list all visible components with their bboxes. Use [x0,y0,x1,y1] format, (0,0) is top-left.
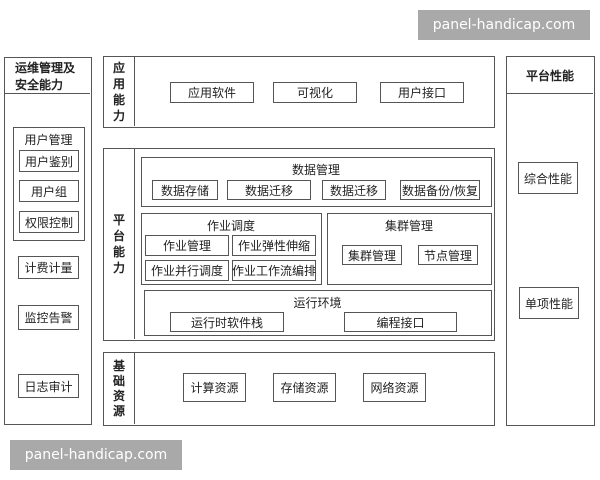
job-mgmt-box: 作业管理 [145,235,229,256]
data-storage-box: 数据存储 [152,180,218,200]
cluster-mgmt-title: 集群管理 [384,219,433,233]
monitoring-alert-box: 监控告警 [18,305,79,330]
data-backup-restore-box: 数据备份/恢复 [400,180,480,200]
overall-perf-box: 综合性能 [518,162,578,194]
job-sched-group: 作业调度 作业管理 作业弹性伸缩 作业并行调度 作业工作流编排 [141,213,322,285]
programming-interface-box: 编程接口 [344,312,457,332]
permission-control-box: 权限控制 [19,211,79,233]
app-software-box: 应用软件 [170,82,254,103]
platform-layer: 平 台 能 力 数据管理 数据存储 数据迁移 数据迁移 数据备份/恢复 作业调度… [103,148,495,341]
watermark-bottom: panel-handicap.com [10,440,182,470]
infra-label-char: 础 [112,373,125,388]
data-migration-box-2: 数据迁移 [322,180,386,200]
app-label-char: 力 [112,108,125,123]
cluster-mgmt-box: 集群管理 [342,245,402,265]
data-migration-box-1: 数据迁移 [227,180,311,200]
job-workflow-box: 作业工作流编排 [232,260,316,281]
platform-label-char: 台 [112,229,125,243]
runtime-stack-box: 运行时软件栈 [170,312,284,332]
infra-layer: 基 础 资 源 计算资源 存储资源 网络资源 [103,352,495,426]
ops-security-title-line2: 安全能力 [15,77,64,92]
storage-resource-box: 存储资源 [273,373,336,402]
platform-label-char: 能 [112,245,125,259]
watermark-top: panel-handicap.com [418,10,590,40]
ops-security-column: 运维管理及 安全能力 用户管理 用户鉴别 用户组 权限控制 计费计量 监控告警 … [4,57,92,425]
node-mgmt-box: 节点管理 [418,245,478,265]
ops-security-header: 运维管理及 安全能力 [5,58,90,94]
cluster-mgmt-group: 集群管理 集群管理 节点管理 [327,213,492,285]
infra-label-char: 资 [112,388,125,403]
ops-security-title-line1: 运维管理及 [15,60,76,75]
app-label-char: 用 [112,76,125,91]
user-mgmt-group: 用户管理 用户鉴别 用户组 权限控制 [13,127,85,241]
data-mgmt-title: 数据管理 [291,163,340,177]
infra-label-char: 基 [112,358,125,373]
compute-resource-box: 计算资源 [183,373,246,402]
user-group-box: 用户组 [19,180,79,202]
data-mgmt-group: 数据管理 数据存储 数据迁移 数据迁移 数据备份/恢复 [141,157,492,207]
infra-layer-label: 基 础 资 源 [104,353,135,424]
infra-label-char: 源 [112,403,125,418]
app-label-char: 能 [112,92,125,107]
job-autoscale-box: 作业弹性伸缩 [232,235,316,256]
platform-perf-column: 平台性能 综合性能 单项性能 [506,56,595,426]
visualization-box: 可视化 [273,82,357,103]
log-audit-box: 日志审计 [18,374,79,398]
single-perf-box: 单项性能 [519,287,579,319]
app-label-char: 应 [112,60,125,75]
runtime-title: 运行环境 [293,296,342,310]
user-auth-box: 用户鉴别 [19,150,79,172]
app-layer-label: 应 用 能 力 [104,57,135,126]
job-sched-title: 作业调度 [206,219,255,233]
user-mgmt-title: 用户管理 [24,133,73,147]
job-parallel-sched-box: 作业并行调度 [145,260,229,281]
app-layer: 应 用 能 力 应用软件 可视化 用户接口 [103,56,495,128]
runtime-group: 运行环境 运行时软件栈 编程接口 [144,290,492,336]
user-interface-box: 用户接口 [380,82,464,103]
billing-box: 计费计量 [18,256,79,279]
network-resource-box: 网络资源 [363,373,426,402]
platform-perf-title: 平台性能 [507,57,593,94]
platform-label-char: 力 [112,261,125,275]
platform-layer-label: 平 台 能 力 [104,149,135,339]
platform-label-char: 平 [112,213,125,227]
